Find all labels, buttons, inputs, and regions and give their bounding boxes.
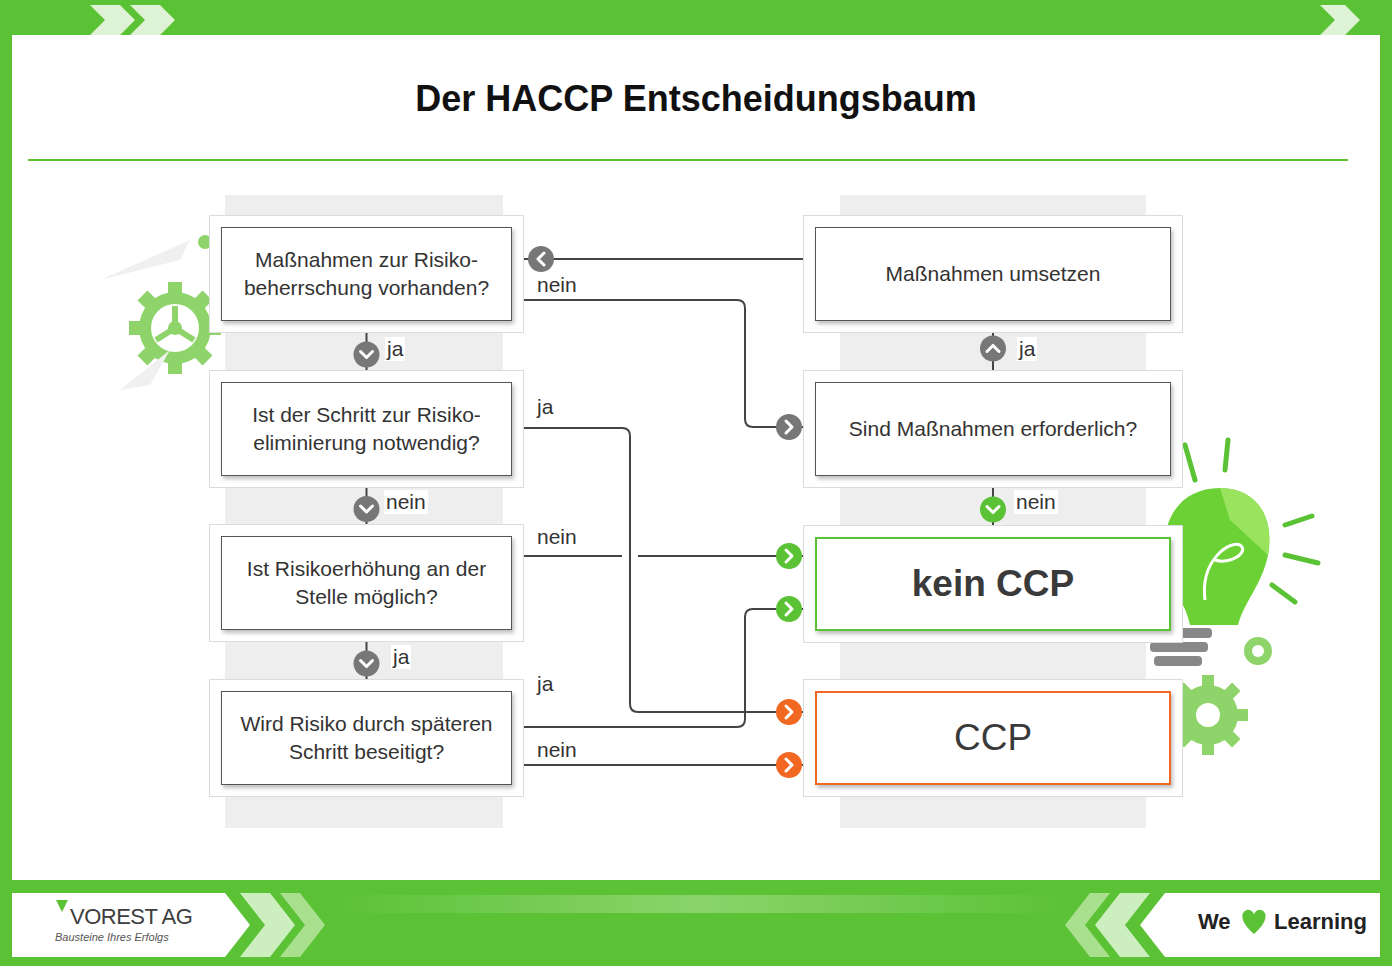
connector: [980, 321, 1006, 382]
diagram-title: Der HACCP Entscheidungsbaum: [0, 78, 1392, 120]
connector: [512, 596, 815, 727]
connector: [512, 246, 815, 272]
box-text: Ist Risikoerhöhung an der Stelle möglich…: [230, 555, 503, 611]
connector: [354, 321, 380, 382]
logo-slogan: Bausteine Ihres Erfolgs: [55, 931, 169, 943]
box-text: Maßnahmen umsetzen: [886, 260, 1101, 288]
edge-label: nein: [1014, 490, 1058, 514]
edge-label: ja: [391, 645, 411, 669]
edge-label: ja: [1017, 337, 1037, 361]
result-box: kein CCP: [815, 537, 1171, 631]
box-text: Maßnahmen zur Risiko- beherrschung vorha…: [230, 246, 503, 302]
edge-label: ja: [535, 395, 555, 419]
slogan-word: Learning: [1274, 909, 1367, 935]
box-text: Wird Risiko durch späteren Schritt besei…: [230, 710, 503, 766]
slogan-word: We: [1198, 909, 1231, 935]
edge-label: ja: [385, 337, 405, 361]
edge-label: nein: [535, 738, 579, 762]
box-text: kein CCP: [912, 562, 1074, 606]
connector: [980, 476, 1006, 537]
box-text: Ist der Schritt zur Risiko- eliminierung…: [230, 401, 503, 457]
decision-box: Maßnahmen umsetzen: [815, 227, 1171, 321]
decision-box: Ist Risikoerhöhung an der Stelle möglich…: [221, 536, 512, 630]
decision-box: Wird Risiko durch späteren Schritt besei…: [221, 691, 512, 785]
edge-label: nein: [384, 490, 428, 514]
edge-label: nein: [535, 273, 579, 297]
decision-box: Ist der Schritt zur Risiko- eliminierung…: [221, 382, 512, 476]
result-box: CCP: [815, 691, 1171, 785]
box-text: CCP: [954, 716, 1032, 760]
decision-box: Maßnahmen zur Risiko- beherrschung vorha…: [221, 227, 512, 321]
decision-box: Sind Maßnahmen erforderlich?: [815, 382, 1171, 476]
connector: [354, 476, 380, 536]
connector: [512, 428, 815, 725]
box-text: Sind Maßnahmen erforderlich?: [849, 415, 1137, 443]
edge-label: ja: [535, 672, 555, 696]
edge-label: nein: [535, 525, 579, 549]
connector: [354, 630, 380, 691]
logo-text: VOREST AG: [70, 904, 192, 930]
connector: [512, 300, 815, 440]
